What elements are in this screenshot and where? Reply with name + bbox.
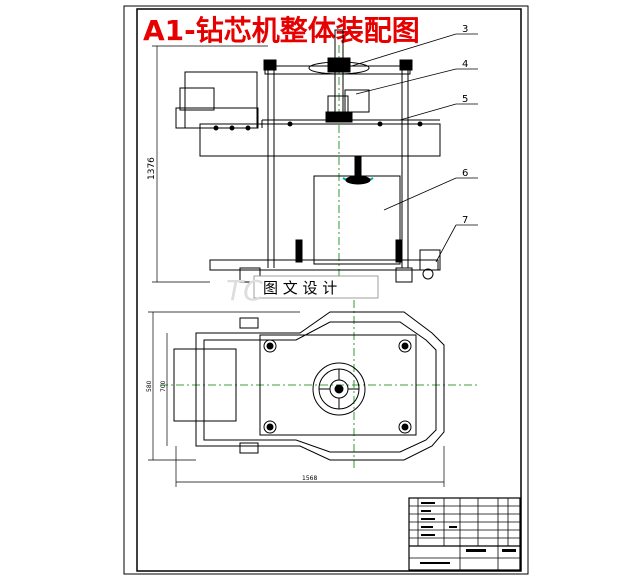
plan-column-tl <box>263 339 277 353</box>
foot-right <box>395 267 413 283</box>
handwheel-hub <box>327 57 351 73</box>
leader-4 <box>355 68 457 95</box>
watermark-box <box>253 275 379 299</box>
height-dim-label: 1376 <box>147 157 157 180</box>
spindle-clamp <box>325 111 353 123</box>
bolt-c <box>245 125 251 131</box>
leader-5 <box>399 103 457 121</box>
plan-column-bl <box>263 420 277 434</box>
tb-mark-6 <box>449 526 457 528</box>
watermark-text: 图 文 设 计 <box>263 279 337 297</box>
callout-5: 5 <box>462 94 468 105</box>
foot-left <box>239 267 261 283</box>
tb-mark-9 <box>420 562 450 564</box>
plan-column-tr <box>398 339 412 353</box>
plan-column-bl-core <box>266 423 274 431</box>
width-dim-label: 1568 <box>302 475 317 482</box>
tb-mark-5 <box>421 534 435 536</box>
base-bolt-right <box>395 239 403 263</box>
sheet-outer-border <box>123 5 529 575</box>
plan-base-outline <box>195 311 445 461</box>
leader-3 <box>344 33 457 69</box>
plan-base-inner <box>203 321 437 453</box>
sheet-inner-border <box>136 8 522 572</box>
watermark: TC 图 文 设 计 <box>226 274 379 307</box>
bolt-f <box>417 121 423 127</box>
nut-top-left <box>263 59 277 71</box>
tb-mark-3 <box>421 518 435 520</box>
plan-view <box>160 300 480 470</box>
height-dimension <box>152 45 268 283</box>
carriage-plate <box>199 123 441 157</box>
bolt-e <box>377 121 383 127</box>
bolt-a <box>213 125 219 131</box>
tb-mark-8 <box>502 549 516 552</box>
base-plate <box>209 259 439 271</box>
plan-dimensions <box>148 311 445 487</box>
tb-mark-7 <box>466 549 486 552</box>
drill-chuck <box>354 155 362 177</box>
bolt-b <box>229 125 235 131</box>
callout-6: 6 <box>462 168 468 179</box>
plan-dim-outer-label: 580 <box>146 380 153 392</box>
plan-spindle <box>334 384 344 394</box>
watermark-logo: TC <box>226 274 263 307</box>
bolt-d <box>287 121 293 127</box>
callout-3: 3 <box>462 24 468 35</box>
plan-tab-bottom <box>239 442 259 454</box>
spindle-motor <box>344 89 370 113</box>
plan-tab-top <box>239 317 259 329</box>
plan-column-tl-core <box>266 342 274 350</box>
motor-base <box>175 107 259 129</box>
tb-mark-1 <box>421 502 435 504</box>
plan-column-tr-core <box>401 342 409 350</box>
callout-4: 4 <box>462 59 468 70</box>
drawing-title: A1-钻芯机整体装配图 <box>143 14 420 47</box>
leader-6 <box>383 177 457 211</box>
tb-mark-4 <box>421 526 433 528</box>
callout-7: 7 <box>462 215 468 226</box>
motor-cover <box>179 87 215 111</box>
leader-7 <box>435 224 457 263</box>
plan-motor <box>173 348 237 422</box>
plan-handwheel-outer <box>312 362 366 416</box>
title-block-frame <box>408 497 521 571</box>
plan-carriage <box>259 334 417 436</box>
wheel <box>422 268 434 280</box>
plan-dim-inner-label: 700 <box>160 380 167 392</box>
plan-column-br <box>398 420 412 434</box>
title-block <box>408 497 521 571</box>
nut-top-right <box>399 59 413 71</box>
front-view <box>175 29 441 298</box>
base-bracket <box>419 249 441 271</box>
motor-box <box>184 71 258 129</box>
tb-mark-2 <box>421 510 431 512</box>
plan-column-br-core <box>401 423 409 431</box>
specimen-box <box>313 175 401 265</box>
leader-lines <box>344 33 478 263</box>
base-bolt-left <box>295 239 303 263</box>
core-bit <box>345 175 371 185</box>
